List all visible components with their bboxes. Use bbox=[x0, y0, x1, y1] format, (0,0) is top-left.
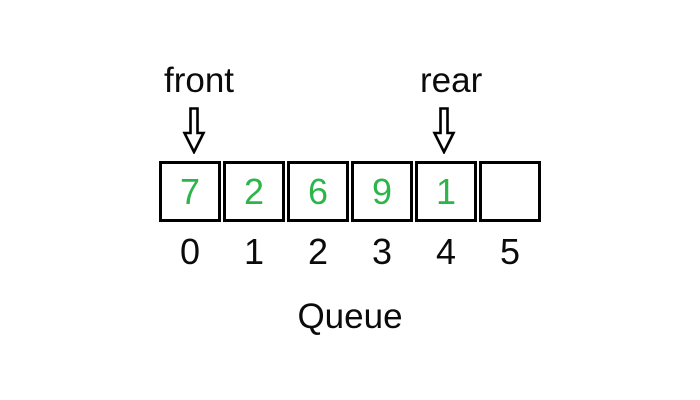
index-slot: 1 bbox=[223, 234, 285, 270]
front-pointer-label: front bbox=[164, 61, 235, 100]
index-slot: 3 bbox=[351, 234, 413, 270]
index-slot: 2 bbox=[287, 234, 349, 270]
index-label: 3 bbox=[371, 231, 393, 272]
rear-down-arrow-icon bbox=[432, 107, 456, 154]
queue-cell bbox=[479, 161, 541, 222]
queue-cell: 1 bbox=[415, 161, 477, 222]
queue-index-row: 0 1 2 3 4 5 bbox=[159, 234, 541, 270]
index-slot: 0 bbox=[159, 234, 221, 270]
queue-cell: 6 bbox=[287, 161, 349, 222]
queue-caption: Queue bbox=[297, 297, 403, 336]
rear-pointer-label: rear bbox=[420, 61, 483, 100]
queue-cell-value: 1 bbox=[435, 170, 457, 212]
queue-cells-row: 7 2 6 9 1 bbox=[159, 161, 541, 222]
index-label: 5 bbox=[499, 231, 521, 272]
queue-cell-value: 2 bbox=[243, 170, 265, 212]
index-label: 4 bbox=[435, 231, 457, 272]
index-label: 1 bbox=[243, 231, 265, 272]
queue-cell: 2 bbox=[223, 161, 285, 222]
index-label: 0 bbox=[179, 231, 201, 272]
queue-cell-value: 7 bbox=[179, 170, 201, 212]
queue-cell-value: 6 bbox=[307, 170, 329, 212]
queue-cell-value: 9 bbox=[371, 170, 393, 212]
index-label: 2 bbox=[307, 231, 329, 272]
index-slot: 5 bbox=[479, 234, 541, 270]
queue-cell: 7 bbox=[159, 161, 221, 222]
index-slot: 4 bbox=[415, 234, 477, 270]
queue-cell: 9 bbox=[351, 161, 413, 222]
front-down-arrow-icon bbox=[182, 107, 206, 154]
